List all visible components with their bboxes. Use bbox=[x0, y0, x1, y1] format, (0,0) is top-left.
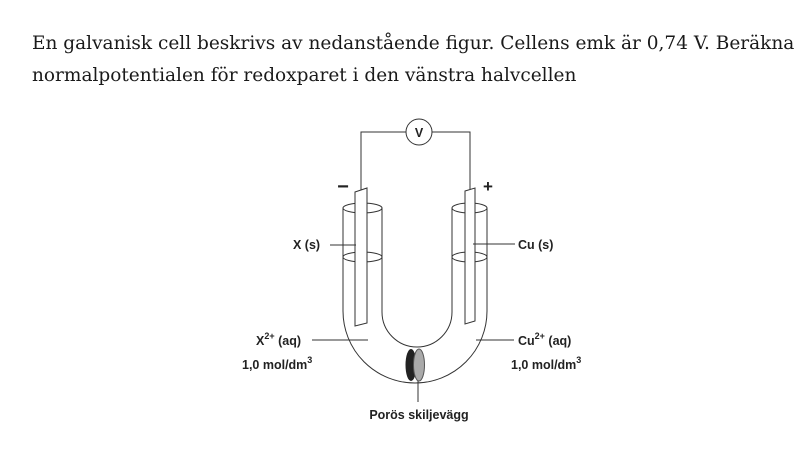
question-line-2: normalpotentialen för redoxparet i den v… bbox=[32, 65, 577, 86]
question-line-1: En galvanisk cell beskrivs av nedanståen… bbox=[32, 33, 795, 54]
porous-separator bbox=[405, 348, 425, 382]
label-right-ion: Cu2+ (aq) bbox=[518, 331, 571, 348]
wire bbox=[360, 131, 471, 190]
label-left-electrode: X (s) bbox=[293, 238, 320, 252]
minus-sign: − bbox=[337, 176, 349, 198]
right-electrode bbox=[464, 187, 476, 325]
label-left-ion: X2+ (aq) bbox=[256, 331, 301, 348]
label-right-electrode: Cu (s) bbox=[518, 238, 553, 252]
voltmeter: V bbox=[405, 118, 433, 146]
plus-sign: + bbox=[483, 177, 493, 196]
label-right-concentration: 1,0 mol/dm3 bbox=[511, 355, 581, 372]
svg-text:V: V bbox=[415, 126, 424, 140]
label-left-concentration: 1,0 mol/dm3 bbox=[242, 355, 312, 372]
question-text: En galvanisk cell beskrivs av nedanståen… bbox=[32, 28, 795, 92]
label-separator: Porös skiljevägg bbox=[369, 408, 468, 422]
left-electrode bbox=[354, 187, 368, 327]
